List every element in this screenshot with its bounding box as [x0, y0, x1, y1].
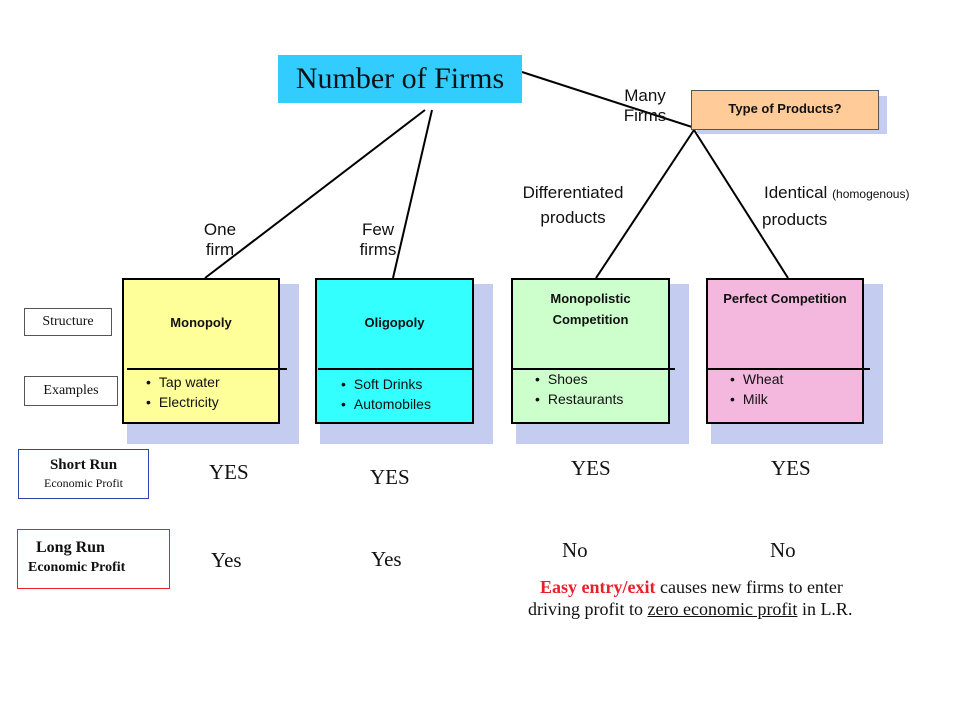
monopolistic-title: Monopolistic Competition — [550, 291, 631, 327]
note-part3: in L.R. — [797, 599, 853, 619]
monopoly-title: Monopoly — [170, 315, 232, 330]
branch-many-firms: Many Firms — [623, 86, 667, 125]
monopoly-examples: Tap water Electricity — [146, 372, 220, 412]
perfect-box: Perfect Competition Wheat Milk — [706, 278, 864, 424]
monopoly-short-run: YES — [209, 460, 249, 484]
oligopoly-divider — [318, 368, 474, 370]
monopoly-box: Monopoly Tap water Electricity — [122, 278, 280, 424]
short-run-title: Short Run — [49, 457, 118, 473]
note-highlight: Easy entry/exit — [540, 577, 656, 597]
list-item: Automobiles — [341, 394, 431, 414]
long-run-subtitle: Economic Profit — [28, 560, 126, 575]
list-item: Tap water — [146, 372, 220, 392]
perfect-examples: Wheat Milk — [730, 369, 783, 409]
list-item: Wheat — [730, 369, 783, 389]
perfect-short-run: YES — [771, 456, 811, 480]
identical-note: (homogenous) — [832, 187, 910, 201]
perfect-long-run: No — [770, 538, 796, 562]
identical-products-label: products — [762, 210, 828, 229]
oligopoly-box: Oligopoly Soft Drinks Automobiles — [315, 278, 474, 424]
oligopoly-examples: Soft Drinks Automobiles — [341, 374, 431, 414]
branch-few-firms: Few firms — [359, 220, 397, 259]
perfect-title: Perfect Competition — [723, 291, 847, 306]
monopoly-long-run: Yes — [211, 548, 242, 572]
monopolistic-examples: Shoes Restaurants — [535, 369, 623, 409]
monopolistic-long-run: No — [562, 538, 588, 562]
type-of-products-label: Type of Products? — [728, 101, 842, 116]
type-of-products-box: Type of Products? — [691, 90, 879, 130]
entry-exit-note: Easy entry/exit causes new firms to ente… — [528, 576, 948, 620]
oligopoly-title: Oligopoly — [364, 315, 425, 330]
branch-one-firm: One firm — [203, 220, 237, 259]
number-of-firms-box: Number of Firms — [278, 55, 522, 103]
list-item: Restaurants — [535, 389, 623, 409]
number-of-firms-title: Number of Firms — [295, 62, 505, 95]
list-item: Soft Drinks — [341, 374, 431, 394]
examples-label: Examples — [24, 376, 118, 406]
monopolistic-short-run: YES — [571, 456, 611, 480]
oligopoly-long-run: Yes — [371, 547, 402, 571]
oligopoly-short-run: YES — [370, 465, 410, 489]
list-item: Electricity — [146, 392, 220, 412]
monopolistic-divider — [513, 368, 675, 370]
note-part1: causes new firms to enter — [655, 577, 843, 597]
identical-label: Identical — [764, 183, 828, 202]
monopolistic-box: Monopolistic Competition Shoes Restauran… — [511, 278, 670, 424]
list-item: Shoes — [535, 369, 623, 389]
long-run-label: Long Run Economic Profit — [17, 529, 170, 589]
structure-label: Structure — [24, 308, 112, 336]
long-run-title: Long Run — [36, 539, 105, 556]
short-run-label: Short Run Economic Profit — [18, 449, 149, 499]
note-part2: driving profit to — [528, 599, 648, 619]
monopoly-divider — [127, 368, 287, 370]
perfect-divider — [708, 368, 870, 370]
branch-differentiated: Differentiated products — [522, 183, 624, 227]
short-run-subtitle: Economic Profit — [44, 476, 123, 490]
branch-identical: Identical (homogenous) products — [752, 180, 942, 232]
list-item: Milk — [730, 389, 783, 409]
note-underline: zero economic profit — [647, 599, 798, 619]
